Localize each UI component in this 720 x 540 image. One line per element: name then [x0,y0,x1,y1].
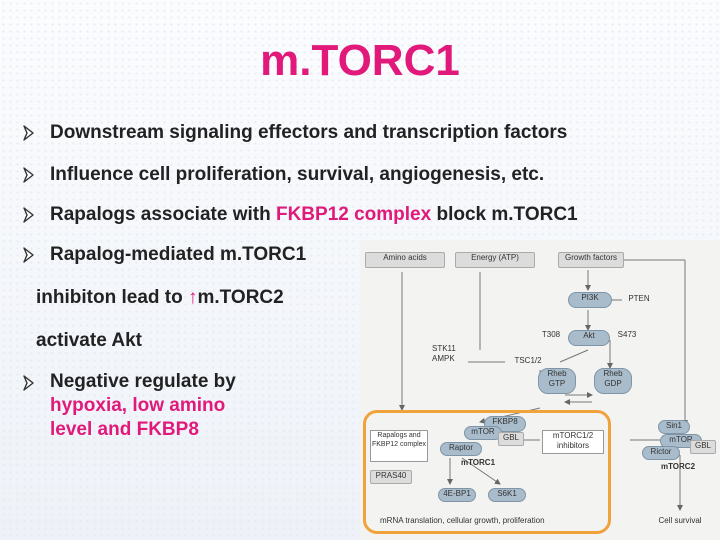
bullet-3: Rapalogs associate with FKBP12 complex b… [22,202,578,228]
energy-node: Energy (ATP) [455,252,535,268]
up-arrow-icon: ↑ [187,287,198,308]
growth-factors-node: Growth factors [558,252,624,268]
rapalogs-complex-node: Rapalogs and FKBP12 complex [370,430,428,462]
sin1-node: Sin1 [658,420,690,434]
bullet-text: Influence cell proliferation, survival, … [50,164,545,185]
slide-title: m.TORC1 [260,36,460,85]
bullet-text: Negative regulate by hypoxia, low amino le… [50,370,236,442]
gbl-node: GBL [498,432,524,446]
bullet-text-pre: Rapalogs associate with [50,204,276,225]
s473-label: S473 [617,330,637,339]
tsc-label: TSC1/2 [514,356,542,365]
amino-acids-node: Amino acids [365,252,445,268]
rictor-node: Rictor [642,446,680,460]
s6k1-node: S6K1 [488,488,526,502]
cell-survival-label: Cell survival [658,516,702,525]
mrna-translation-label: mRNA translation, cellular growth, proli… [380,516,545,525]
bullet-text: m.TORC2 [197,287,284,308]
gtp-label: GTP [548,379,566,388]
t308-label: T308 [541,330,561,339]
bullet-4: Rapalog-mediated m.TORC1 [22,242,306,268]
rheb-label: Rheb [547,369,567,378]
arrowhead-bullet-icon [23,167,34,183]
mtorc1-label: mTORC1 [460,458,496,467]
bullet-4-line-3: activate Akt [36,330,142,351]
bullet-text: Downstream signaling effectors and trans… [50,122,568,143]
ampk-label: AMPK [432,354,455,363]
raptor-node: Raptor [440,442,482,456]
bullet-5: Negative regulate by hypoxia, low amino le… [22,370,236,442]
bullet-text: inhibiton lead to [36,287,188,308]
mtorc2-label: mTORC2 [660,462,696,471]
bullet-text-line: hypoxia, low amino [50,395,226,416]
gdp-label: GDP [604,379,622,388]
stk11-label: STK11 [432,344,456,353]
arrowhead-bullet-icon [23,125,34,141]
bullet-text-post: block m.TORC1 [431,204,578,225]
bullet-text: Rapalogs associate with FKBP12 complex b… [50,202,578,228]
mtor-pathway-diagram: Amino acids Energy (ATP) Growth factors … [360,240,720,540]
bullet-text-line: level and FKBP8 [50,419,199,440]
bullet-4-line-2: inhibiton lead to ↑m.TORC2 [36,287,284,309]
mtorc-inhibitors-node: mTORC1/2 inhibitors [542,430,604,454]
gbl2-node: GBL [690,440,716,454]
arrowhead-bullet-icon [23,375,34,391]
bullet-text: Rapalog-mediated m.TORC1 [50,244,307,265]
mtorc1-highlight-frame [363,410,611,534]
pras40-node: PRAS40 [370,470,412,484]
bullet-text-line: Negative regulate by [50,371,236,392]
akt-node: Akt [568,330,610,346]
bullet-2: Influence cell proliferation, survival, … [22,162,544,188]
bullet-1: Downstream signaling effectors and trans… [22,120,567,146]
pten-label: PTEN [628,294,650,303]
highlight-fkbp12: FKBP12 complex [275,204,432,225]
4ebp1-node: 4E-BP1 [438,488,476,502]
pi3k-node: PI3K [568,292,612,308]
rheb-label: Rheb [603,369,623,378]
arrowhead-bullet-icon [23,207,34,223]
arrowhead-bullet-icon [23,247,34,263]
